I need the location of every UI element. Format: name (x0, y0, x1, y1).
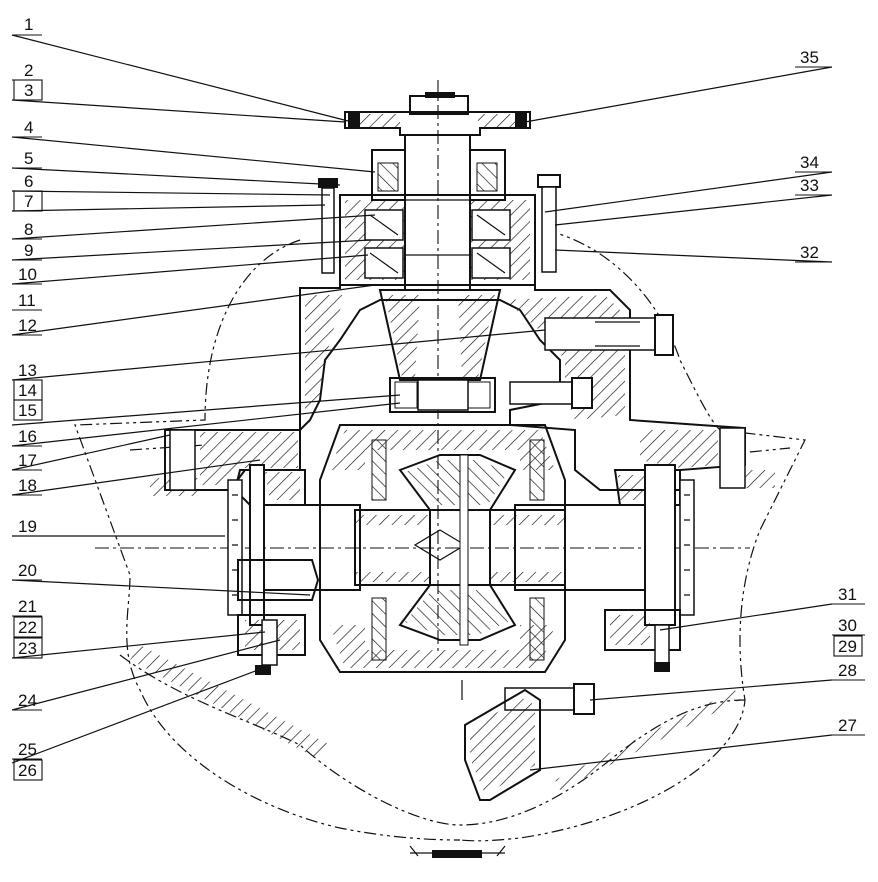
svg-text:18: 18 (18, 476, 37, 495)
svg-text:24: 24 (18, 691, 37, 710)
thrust-bolts (504, 314, 674, 715)
pinion-pilot-bearing (389, 377, 496, 413)
svg-text:16: 16 (18, 427, 37, 446)
svg-text:10: 10 (18, 265, 37, 284)
svg-text:23: 23 (18, 639, 37, 658)
label-28: 28 (832, 661, 865, 681)
svg-text:32: 32 (800, 243, 819, 262)
svg-text:13: 13 (18, 361, 37, 380)
label-6: 6 (12, 172, 42, 192)
label-5: 5 (12, 149, 42, 169)
svg-text:11: 11 (18, 291, 36, 310)
side-bearings (227, 464, 695, 626)
crown-wheel (461, 680, 541, 801)
label-14: 14 (13, 379, 43, 401)
svg-text:1: 1 (24, 15, 33, 34)
label-3: 3 (13, 79, 43, 101)
svg-text:25: 25 (18, 740, 37, 759)
differential-case (319, 424, 566, 673)
svg-text:22: 22 (18, 618, 37, 637)
left-labels: 1 2 3 4 5 6 7 8 9 10 11 12 13 14 15 16 1… (11, 15, 546, 781)
svg-text:9: 9 (24, 241, 33, 260)
label-26: 26 (13, 759, 43, 781)
svg-text:26: 26 (18, 761, 37, 780)
svg-text:33: 33 (800, 176, 819, 195)
label-7: 7 (13, 190, 43, 212)
svg-text:3: 3 (24, 81, 33, 100)
svg-text:19: 19 (18, 517, 37, 536)
label-33: 33 (795, 176, 832, 196)
label-25: 25 (12, 740, 42, 760)
label-8: 8 (12, 220, 42, 240)
svg-text:35: 35 (800, 48, 819, 67)
svg-text:30: 30 (838, 616, 857, 635)
label-17: 17 (12, 451, 42, 471)
bearing-cap-right (604, 609, 681, 672)
svg-text:29: 29 (838, 637, 857, 656)
svg-text:7: 7 (24, 192, 33, 211)
label-30: 30 (832, 616, 865, 636)
label-1: 1 (12, 15, 42, 36)
label-19: 19 (12, 517, 42, 537)
svg-text:31: 31 (838, 585, 857, 604)
svg-text:17: 17 (18, 451, 37, 470)
differential-gears (249, 454, 661, 646)
svg-text:6: 6 (24, 172, 33, 191)
svg-text:2: 2 (24, 61, 33, 80)
label-10: 10 (12, 265, 42, 285)
label-20: 20 (12, 561, 42, 581)
svg-text:14: 14 (18, 381, 37, 400)
label-16: 16 (12, 427, 42, 447)
drain-plug (409, 845, 506, 858)
label-27: 27 (832, 716, 865, 736)
pinion-bearing-cage (318, 149, 561, 286)
label-15: 15 (13, 399, 43, 421)
label-34: 34 (795, 153, 832, 173)
label-18: 18 (12, 476, 42, 496)
svg-text:21: 21 (18, 597, 37, 616)
svg-text:8: 8 (24, 220, 33, 239)
input-flange (344, 92, 531, 136)
label-9: 9 (12, 241, 42, 261)
label-31: 31 (832, 585, 865, 605)
label-12: 12 (12, 316, 42, 336)
label-32: 32 (795, 243, 832, 263)
svg-text:15: 15 (18, 401, 37, 420)
label-4: 4 (12, 118, 42, 138)
label-21: 21 (12, 597, 42, 617)
svg-text:28: 28 (838, 661, 857, 680)
label-35: 35 (795, 48, 832, 68)
svg-text:34: 34 (800, 153, 819, 172)
label-22: 22 (13, 616, 43, 638)
svg-text:4: 4 (24, 118, 33, 137)
bearing-cap-left (237, 559, 320, 675)
svg-text:5: 5 (24, 149, 33, 168)
label-24: 24 (12, 691, 42, 711)
label-11: 11 (12, 291, 42, 311)
svg-text:12: 12 (18, 316, 37, 335)
label-23: 23 (13, 637, 43, 659)
right-labels: 35 34 33 32 31 30 29 28 27 (524, 48, 865, 771)
svg-text:27: 27 (838, 716, 857, 735)
label-29: 29 (833, 635, 863, 657)
svg-text:20: 20 (18, 561, 37, 580)
label-2: 2 (12, 61, 42, 81)
